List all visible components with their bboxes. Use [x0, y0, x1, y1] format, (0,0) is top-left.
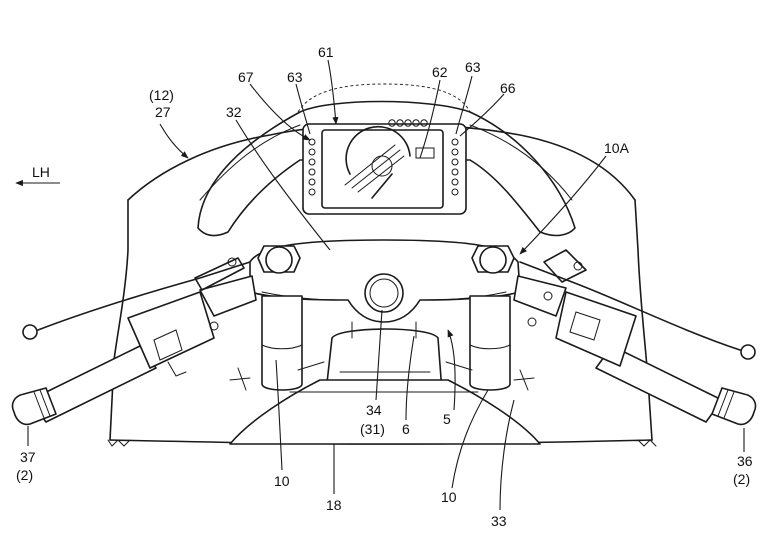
front-cowl — [229, 379, 541, 445]
label-10-left: 10 — [274, 473, 290, 489]
label-5: 5 — [443, 411, 451, 427]
label-2-right: (2) — [733, 471, 750, 487]
left-handlebar — [11, 257, 257, 426]
label-63-right: 63 — [465, 59, 481, 75]
leader-lines — [27, 59, 745, 511]
label-27: 27 — [155, 104, 171, 120]
label-direction: LH — [32, 164, 50, 180]
fork-tubes — [261, 295, 511, 391]
label-62: 62 — [432, 64, 448, 80]
label-32: 32 — [226, 104, 242, 120]
label-31: (31) — [360, 421, 385, 437]
label-37: 37 — [20, 449, 36, 465]
label-63-left: 63 — [287, 69, 303, 85]
label-36: 36 — [737, 453, 753, 469]
meter-unit — [302, 119, 467, 215]
label-67: 67 — [238, 69, 254, 85]
windscreen — [197, 83, 576, 237]
label-61: 61 — [318, 44, 334, 60]
label-34: 34 — [366, 402, 382, 418]
steering-stem-nut — [364, 273, 404, 313]
label-12: (12) — [149, 87, 174, 103]
right-handlebar — [513, 249, 757, 426]
label-18: 18 — [326, 497, 342, 513]
label-33: 33 — [491, 513, 507, 529]
label-66: 66 — [500, 80, 516, 96]
label-2-left: (2) — [16, 467, 33, 483]
label-10A: 10A — [604, 140, 630, 156]
fork-top-bolts — [257, 245, 515, 274]
label-10-right: 10 — [441, 489, 457, 505]
reference-labels: LH (12) 27 32 67 63 61 62 63 66 10A 34 (… — [16, 44, 753, 529]
label-6: 6 — [402, 421, 410, 437]
